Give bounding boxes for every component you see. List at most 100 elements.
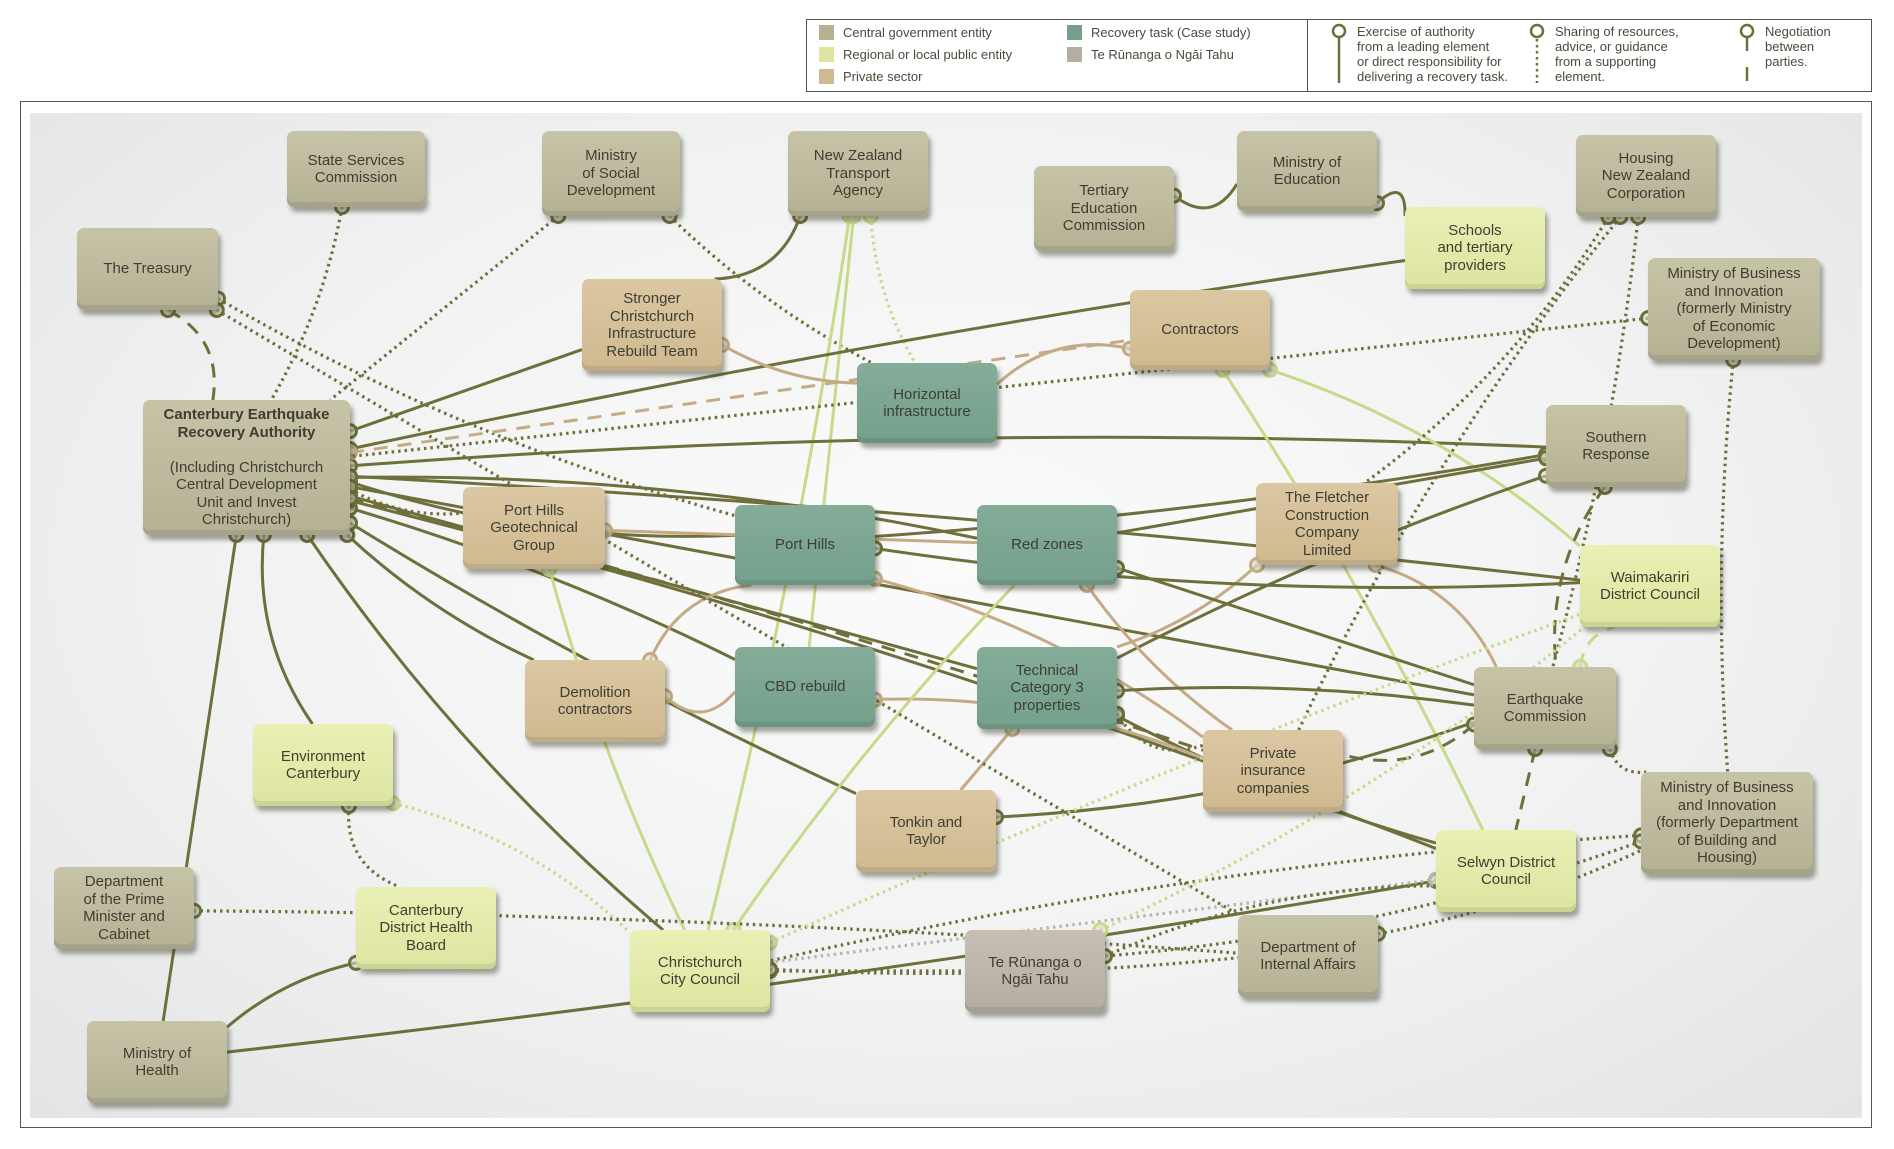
node-subtitle: (Including Christchurch Central Developm…: [169, 458, 324, 529]
node-label: CBD rebuild: [764, 678, 846, 696]
node-ministry-of-health[interactable]: Ministry of Health: [87, 1021, 227, 1103]
support-link-icon: [1529, 23, 1545, 83]
node-department-of-internal-affairs[interactable]: Department of Internal Affairs: [1238, 915, 1378, 997]
node-label: Horizontal infrastructure: [883, 385, 971, 421]
node-contractors[interactable]: Contractors: [1130, 290, 1270, 370]
node-te-runanga-o-ngai-tahu[interactable]: Te Rūnanga o Ngāi Tahu: [965, 930, 1105, 1012]
link-authority: [1375, 563, 1498, 668]
link-support: [329, 214, 560, 402]
link-authority: [874, 453, 1547, 538]
legend-central: Central government entity: [819, 25, 992, 40]
node-christchurch-city-council[interactable]: Christchurch City Council: [630, 930, 770, 1012]
node-selwyn-district-council[interactable]: Selwyn District Council: [1436, 830, 1576, 912]
node-demolition-contractors[interactable]: Demolition contractors: [525, 660, 665, 742]
swatch-private: [819, 69, 834, 84]
link-authority: [1116, 566, 1475, 687]
diagram-panel: [30, 113, 1862, 1118]
node-environment-canterbury[interactable]: Environment Canterbury: [253, 724, 393, 806]
link-authority: [874, 546, 1581, 590]
node-label: Schools and tertiary providers: [1437, 221, 1513, 274]
legend-link-label: Sharing of resources, advice, or guidanc…: [1555, 24, 1679, 84]
node-label: Tonkin and Taylor: [889, 813, 963, 849]
node-red-zones[interactable]: Red zones: [977, 505, 1117, 585]
link-authority: [807, 215, 856, 648]
link-support: [346, 805, 401, 889]
node-scirt[interactable]: Stronger Christchurch Infrastructure Reb…: [582, 279, 722, 371]
node-label: Canterbury District Health Board: [379, 901, 473, 954]
legend-support: Sharing of resources, advice, or guidanc…: [1527, 23, 1679, 85]
node-label: Stronger Christchurch Infrastructure Reb…: [606, 290, 698, 360]
node-label: Selwyn District Council: [1456, 853, 1556, 889]
legend-task: Recovery task (Case study): [1067, 25, 1251, 40]
legend-regional: Regional or local public entity: [819, 47, 1012, 62]
node-nz-transport-agency[interactable]: New Zealand Transport Agency: [788, 131, 928, 216]
link-authority: [346, 533, 535, 662]
node-label: Southern Response: [1582, 428, 1650, 464]
link-authority: [547, 568, 686, 931]
link-authority: [714, 215, 802, 281]
node-label: Technical Category 3 properties: [1010, 661, 1084, 714]
legend-divider: [1307, 20, 1308, 91]
node-port-hills-geotechnical-group[interactable]: Port Hills Geotechnical Group: [463, 487, 605, 569]
authority-link-icon: [1331, 23, 1347, 83]
node-southern-response[interactable]: Southern Response: [1546, 405, 1686, 487]
node-label: Tertiary Education Commission: [1062, 182, 1146, 235]
legend-label: Private sector: [843, 68, 923, 84]
node-label: Ministry of Education: [1272, 153, 1342, 189]
swatch-regional: [819, 47, 834, 62]
node-cera[interactable]: Canterbury Earthquake Recovery Authority…: [143, 400, 350, 535]
node-ministry-of-social-development[interactable]: Ministry of Social Development: [542, 131, 680, 216]
link-authority: [663, 690, 737, 714]
node-label: Ministry of Social Development: [566, 147, 656, 200]
link-support: [1099, 625, 1586, 932]
node-dpmc[interactable]: Department of the Prime Minister and Cab…: [54, 867, 194, 949]
legend-negotiation: Negotiation between parties.: [1737, 23, 1831, 85]
legend-private: Private sector: [819, 69, 922, 84]
node-cbd-rebuild[interactable]: CBD rebuild: [735, 647, 875, 727]
node-label: Te Rūnanga o Ngāi Tahu: [988, 953, 1082, 989]
node-the-treasury[interactable]: The Treasury: [77, 228, 218, 310]
link-authority: [1269, 368, 1581, 548]
node-horizontal-infrastructure[interactable]: Horizontal infrastructure: [857, 363, 997, 443]
link-support: [1104, 884, 1437, 958]
link-authority: [959, 728, 1014, 791]
node-state-services-commission[interactable]: State Services Commission: [287, 131, 425, 207]
node-title: Canterbury Earthquake Recovery Authority: [163, 406, 330, 441]
link-authority: [721, 343, 858, 385]
node-label: Ministry of Business and Innovation (for…: [1667, 265, 1801, 353]
node-technical-category-3[interactable]: Technical Category 3 properties: [977, 647, 1117, 729]
link-authority: [1173, 183, 1239, 210]
node-tertiary-education-commission[interactable]: Tertiary Education Commission: [1034, 166, 1174, 251]
link-support: [1719, 359, 1735, 773]
link-negotiation: [1342, 723, 1475, 762]
legend-runanga: Te Rūnanga o Ngāi Tahu: [1067, 47, 1234, 62]
legend-link-label: Negotiation between parties.: [1765, 24, 1831, 69]
node-label: Waimakariri District Council: [1599, 568, 1701, 604]
node-port-hills[interactable]: Port Hills: [735, 505, 875, 585]
node-fletcher-construction[interactable]: The Fletcher Construction Company Limite…: [1256, 483, 1398, 565]
node-label: Ministry of Business and Innovation (for…: [1656, 779, 1798, 867]
link-support: [769, 612, 1581, 945]
node-schools-and-tertiary-providers[interactable]: Schools and tertiary providers: [1405, 207, 1545, 289]
link-authority: [226, 961, 357, 1029]
swatch-task: [1067, 25, 1082, 40]
node-mbie-formerly-med[interactable]: Ministry of Business and Innovation (for…: [1648, 258, 1820, 360]
node-housing-nz-corporation[interactable]: Housing New Zealand Corporation: [1576, 135, 1716, 217]
link-support: [1363, 216, 1610, 485]
legend-link-label: Exercise of authority from a leading ele…: [1357, 24, 1509, 84]
node-canterbury-dhb[interactable]: Canterbury District Health Board: [356, 887, 496, 969]
node-label: Department of Internal Affairs: [1260, 938, 1356, 974]
node-tonkin-and-taylor[interactable]: Tonkin and Taylor: [856, 790, 996, 872]
link-authority: [1116, 686, 1475, 707]
node-earthquake-commission[interactable]: Earthquake Commission: [1474, 667, 1616, 749]
legend-label: Recovery task (Case study): [1091, 24, 1251, 40]
link-authority: [349, 348, 583, 433]
link-authority: [349, 475, 978, 540]
node-ministry-of-education[interactable]: Ministry of Education: [1237, 131, 1377, 211]
link-authority: [226, 879, 1437, 1054]
node-label: New Zealand Transport Agency: [813, 147, 903, 200]
node-label: Port Hills: [774, 536, 835, 554]
node-private-insurance-companies[interactable]: Private insurance companies: [1203, 730, 1343, 812]
node-waimakariri-district-council[interactable]: Waimakariri District Council: [1580, 545, 1720, 627]
node-mbie-formerly-dbh[interactable]: Ministry of Business and Innovation (for…: [1641, 772, 1813, 874]
